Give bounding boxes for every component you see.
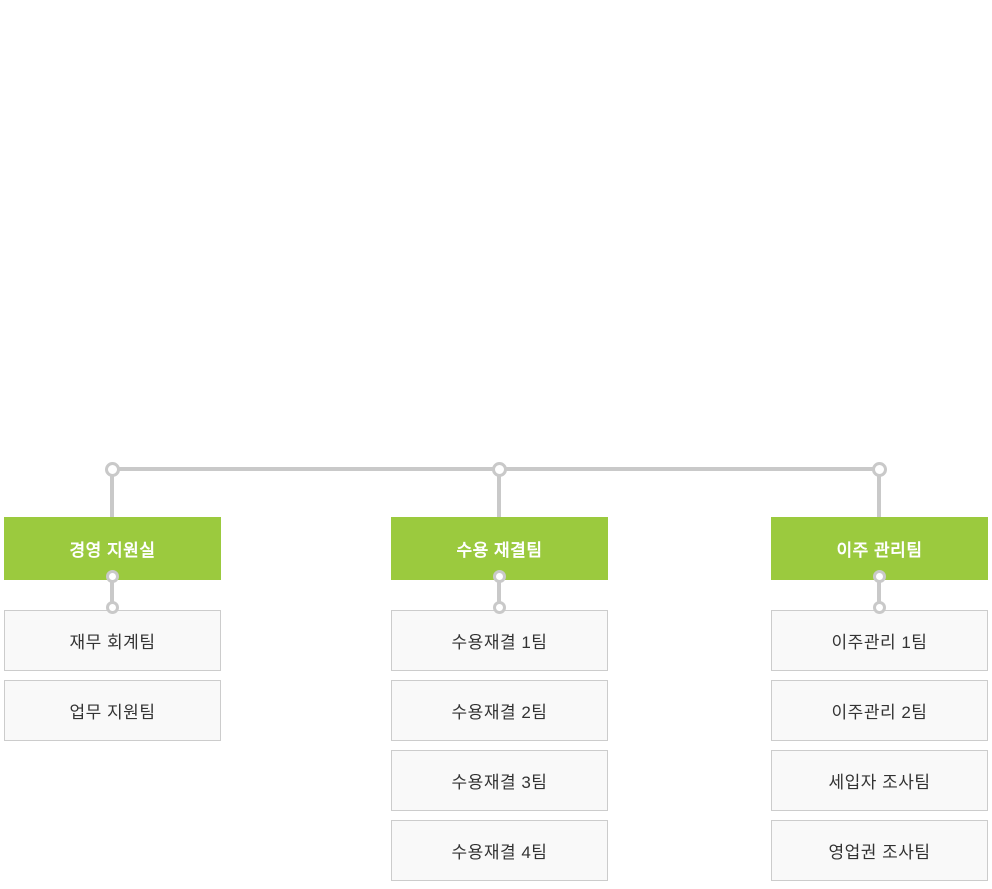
connector-dot — [106, 570, 119, 583]
connector-vertical-line — [877, 469, 881, 517]
connector-vertical-line — [877, 577, 881, 608]
department-header: 수용 재결팀 — [391, 517, 608, 580]
connector-dot — [873, 601, 886, 614]
team-box: 업무 지원팀 — [4, 680, 221, 741]
org-column-expropriation-adjudication: 수용 재결팀 수용재결 1팀 수용재결 2팀 수용재결 3팀 수용재결 4팀 — [391, 0, 608, 889]
team-box: 수용재결 1팀 — [391, 610, 608, 671]
team-box: 이주관리 2팀 — [771, 680, 988, 741]
connector-dot — [493, 570, 506, 583]
connector-dot — [492, 462, 507, 477]
team-box: 이주관리 1팀 — [771, 610, 988, 671]
connector-dot — [106, 601, 119, 614]
team-box: 세입자 조사팀 — [771, 750, 988, 811]
team-box: 수용재결 2팀 — [391, 680, 608, 741]
team-box: 수용재결 3팀 — [391, 750, 608, 811]
org-column-management-support: 경영 지원실 재무 회계팀 업무 지원팀 — [4, 0, 221, 889]
connector-vertical-line — [497, 577, 501, 608]
connector-dot — [873, 570, 886, 583]
department-header: 이주 관리팀 — [771, 517, 988, 580]
connector-dot — [105, 462, 120, 477]
org-column-relocation-management: 이주 관리팀 이주관리 1팀 이주관리 2팀 세입자 조사팀 영업권 조사팀 — [771, 0, 988, 889]
connector-vertical-line — [497, 469, 501, 517]
department-header: 경영 지원실 — [4, 517, 221, 580]
team-box: 영업권 조사팀 — [771, 820, 988, 881]
connector-dot — [872, 462, 887, 477]
connector-dot — [493, 601, 506, 614]
connector-vertical-line — [110, 577, 114, 608]
connector-vertical-line — [110, 469, 114, 517]
team-box: 수용재결 4팀 — [391, 820, 608, 881]
team-box: 재무 회계팀 — [4, 610, 221, 671]
